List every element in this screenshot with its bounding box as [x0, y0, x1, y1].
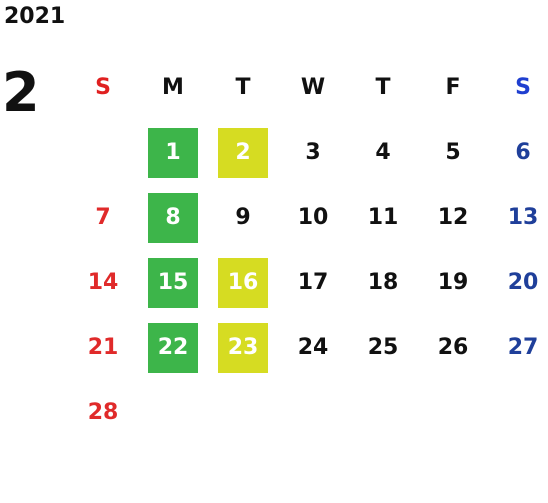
calendar-day-cell: 14 [87, 270, 119, 295]
weekday-header-thursday: T [375, 75, 391, 100]
calendar-day-cell: 15 [138, 250, 208, 315]
calendar-day-cell: 21 [87, 335, 119, 360]
highlighted-day-green: 1 [148, 127, 198, 178]
calendar-day-cell: 7 [95, 205, 111, 230]
weekday-header-tuesday: T [235, 75, 251, 100]
calendar-day-cell: 11 [367, 205, 399, 230]
calendar-day-cell: 20 [507, 270, 539, 295]
calendar-day-cell: 25 [367, 335, 399, 360]
calendar-empty-cell [68, 120, 138, 185]
highlighted-day-yellow: 16 [218, 257, 268, 308]
calendar-day-cell: 24 [297, 335, 329, 360]
highlighted-day-green: 22 [148, 322, 198, 373]
calendar-day-cell: 16 [208, 250, 278, 315]
calendar-day-cell: 13 [507, 205, 539, 230]
calendar-day-cell: 4 [375, 140, 391, 165]
calendar-day-cell: 19 [437, 270, 469, 295]
highlighted-day-yellow: 2 [218, 127, 268, 178]
calendar-day-cell: 6 [515, 140, 531, 165]
calendar-day-cell: 1 [138, 120, 208, 185]
calendar-day-cell: 3 [305, 140, 321, 165]
calendar-day-cell: 23 [208, 315, 278, 380]
calendar-day-cell: 18 [367, 270, 399, 295]
calendar-day-cell: 9 [235, 205, 251, 230]
weekday-header-friday: F [445, 75, 461, 100]
weekday-header-sunday: S [95, 75, 111, 100]
calendar-day-cell: 12 [437, 205, 469, 230]
year-label: 2021 [4, 4, 66, 29]
highlighted-day-green: 8 [148, 192, 198, 243]
weekday-header-monday: M [162, 75, 184, 100]
calendar-day-cell: 26 [437, 335, 469, 360]
weekday-header-saturday: S [515, 75, 531, 100]
calendar-day-cell: 27 [507, 335, 539, 360]
calendar-day-cell: 10 [297, 205, 329, 230]
calendar-day-cell: 8 [138, 185, 208, 250]
calendar-day-cell: 28 [87, 400, 119, 425]
calendar-day-cell: 17 [297, 270, 329, 295]
highlighted-day-yellow: 23 [218, 322, 268, 373]
month-number: 2 [2, 61, 40, 124]
calendar-day-cell: 22 [138, 315, 208, 380]
highlighted-day-green: 15 [148, 257, 198, 308]
calendar-day-cell: 2 [208, 120, 278, 185]
weekday-header-wednesday: W [300, 75, 326, 100]
calendar-day-cell: 5 [445, 140, 461, 165]
